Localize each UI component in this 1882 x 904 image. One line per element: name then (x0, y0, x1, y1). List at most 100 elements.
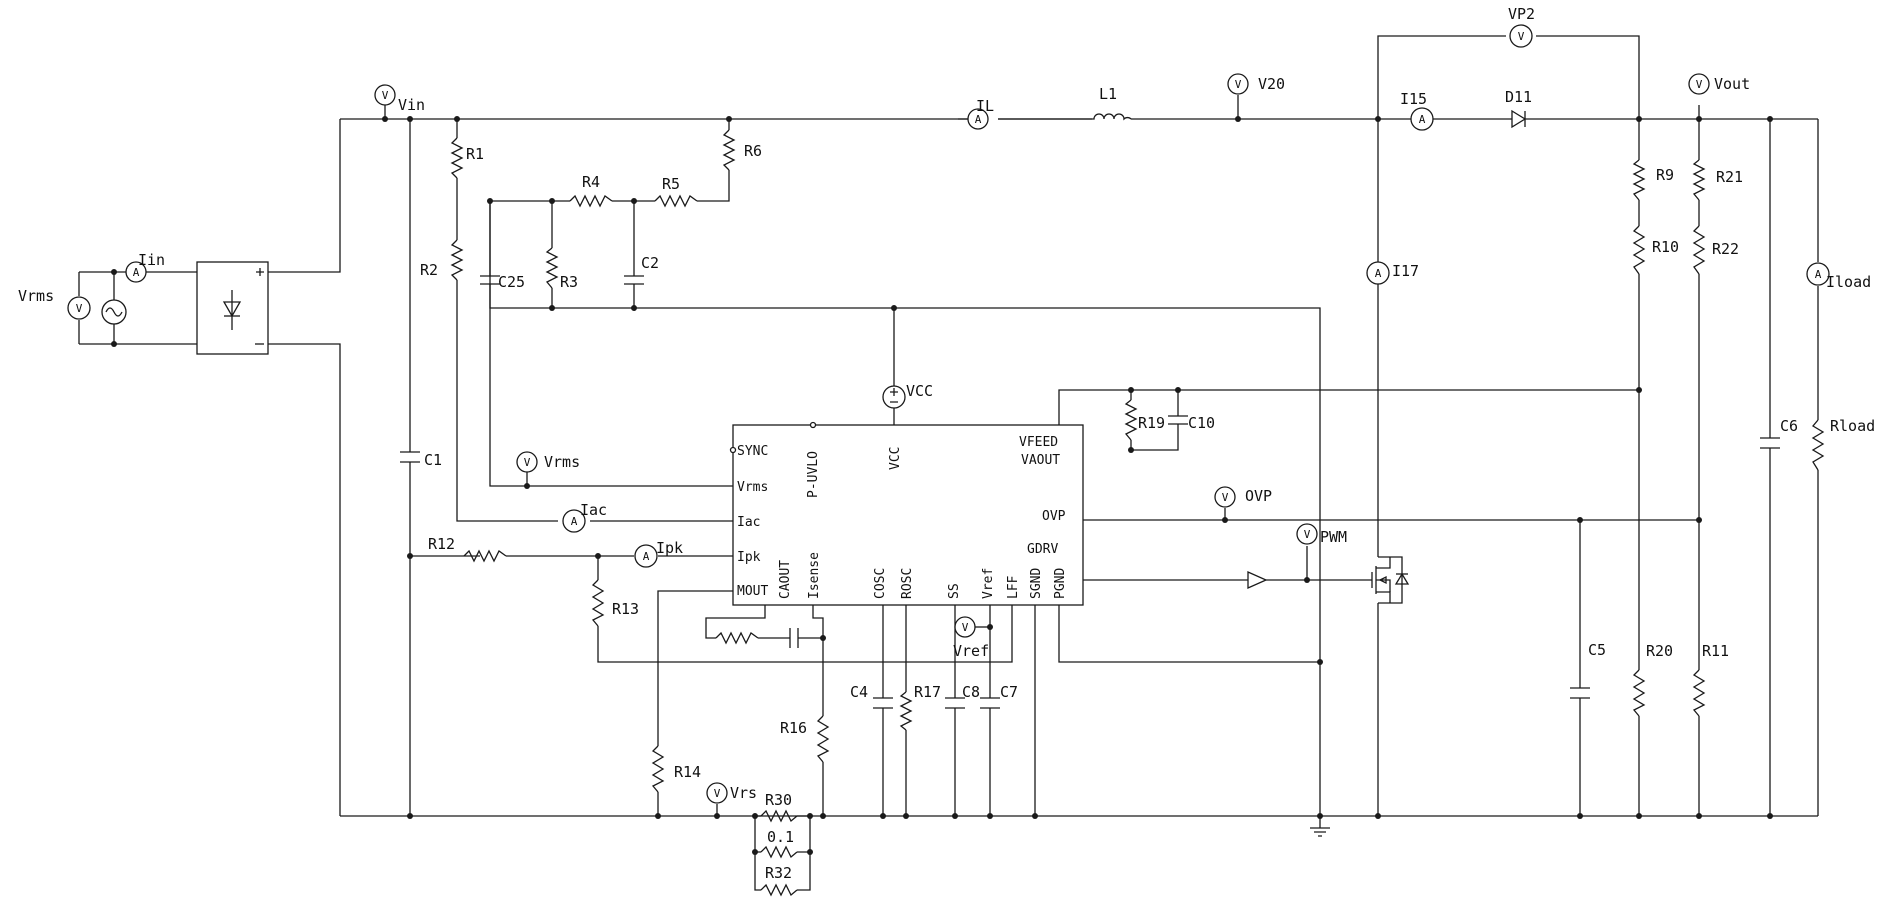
pin-p-uvlo: P-UVLO (806, 451, 821, 498)
resistor-r13[interactable] (591, 579, 605, 627)
resistor-r21[interactable] (1692, 159, 1706, 201)
ammeter-il[interactable] (967, 108, 989, 130)
vrms-glyph: V (524, 456, 531, 469)
voltmeter-v20[interactable] (1227, 73, 1249, 95)
resistor-r22[interactable] (1692, 225, 1706, 275)
iload-glyph: A (1815, 268, 1822, 281)
ammeter-i17[interactable] (1366, 261, 1390, 285)
capacitor-c7[interactable] (980, 697, 1000, 709)
resistor-r20[interactable] (1632, 669, 1646, 717)
label-rload: Rload (1830, 417, 1875, 435)
iac-glyph: A (571, 515, 578, 528)
capacitor-c10[interactable] (1168, 415, 1188, 425)
pin-rosc: ROSC (900, 568, 915, 599)
pin-iac: Iac (737, 515, 760, 530)
resistor-r30[interactable] (760, 809, 798, 823)
wires (78, 35, 1819, 891)
label-d11: D11 (1505, 88, 1532, 106)
capacitor-c25[interactable] (480, 275, 500, 285)
label-r1: R1 (466, 145, 484, 163)
label-vcc-probe: VCC (906, 382, 933, 400)
resistor-r1[interactable] (450, 137, 464, 179)
resistor-rload[interactable] (1811, 419, 1825, 471)
junction-dots (111, 116, 1773, 855)
diode-d11[interactable] (1510, 109, 1527, 129)
resistor-r9[interactable] (1632, 159, 1646, 201)
voltmeter-vrms-src[interactable] (67, 296, 91, 320)
pwm-glyph: V (1304, 528, 1311, 541)
voltmeter-ovp[interactable] (1214, 486, 1236, 508)
resistor-r2[interactable] (450, 239, 464, 281)
ammeter-iin[interactable] (125, 261, 147, 283)
voltmeter-vout[interactable] (1688, 73, 1710, 95)
label-r3: R3 (560, 273, 578, 291)
resistor-r5[interactable] (654, 194, 698, 208)
label-r19: R19 (1138, 414, 1165, 432)
label-c2: C2 (641, 254, 659, 272)
voltmeter-vrms[interactable] (516, 451, 538, 473)
resistor-r31[interactable] (760, 845, 798, 859)
ammeter-ipk[interactable] (634, 544, 658, 568)
voltmeter-vrs[interactable] (706, 782, 728, 804)
capacitor-c5[interactable] (1570, 687, 1590, 699)
bridge-rectifier[interactable] (196, 261, 269, 355)
resistor-r17[interactable] (899, 691, 913, 731)
label-i15: I15 (1400, 90, 1427, 108)
component-labels: Vin IL L1 V20 VP2 I15 D11 Vout Iin Vrms … (18, 5, 1875, 882)
label-r13: R13 (612, 600, 639, 618)
label-ovp-meter: OVP (1245, 487, 1272, 505)
resistor-r14[interactable] (651, 745, 665, 793)
resistor-r10[interactable] (1632, 225, 1646, 275)
vin-glyph: V (382, 89, 389, 102)
capacitor-c1[interactable] (400, 451, 420, 463)
label-r10: R10 (1652, 238, 1679, 256)
mosfet-switch[interactable] (1371, 556, 1410, 604)
resistor-r6[interactable] (722, 129, 736, 171)
capacitor-c8[interactable] (945, 697, 965, 709)
label-c7: C7 (1000, 683, 1018, 701)
meter-glyphs: A V V A V V A V V A A V V V V A A (76, 30, 1822, 800)
capacitor-c2[interactable] (624, 275, 644, 285)
label-c6: C6 (1780, 417, 1798, 435)
iin-glyph: A (133, 266, 140, 279)
resistor-r32[interactable] (760, 883, 798, 897)
pfc-controller-ic[interactable] (729, 421, 1084, 606)
pin-isense: Isense (807, 552, 822, 599)
inductor-l1[interactable] (1092, 113, 1132, 121)
resistor-r3[interactable] (545, 247, 559, 289)
voltmeter-pwm[interactable] (1296, 523, 1318, 545)
voltmeter-vin[interactable] (374, 84, 396, 106)
label-c10: C10 (1188, 414, 1215, 432)
resistor-r19[interactable] (1124, 399, 1138, 441)
gate-buffer-icon (1247, 570, 1268, 590)
label-r4: R4 (582, 173, 600, 191)
ammeter-iload[interactable] (1806, 262, 1830, 286)
ammeter-iac[interactable] (562, 509, 586, 533)
voltmeter-vp2[interactable] (1509, 24, 1533, 48)
label-i17: I17 (1392, 262, 1419, 280)
resistor-r4[interactable] (569, 194, 613, 208)
resistor-comp[interactable] (715, 631, 759, 645)
pin-vref: Vref (981, 568, 996, 599)
pin-ss: SS (947, 583, 962, 599)
resistor-r12[interactable] (463, 549, 507, 563)
capacitor-comp[interactable] (789, 628, 799, 648)
vp2-glyph: V (1518, 30, 1525, 43)
label-r9: R9 (1656, 166, 1674, 184)
capacitor-c6[interactable] (1760, 437, 1780, 449)
capacitor-c4[interactable] (873, 697, 893, 709)
ammeter-i15[interactable] (1410, 107, 1434, 131)
resistor-r11[interactable] (1692, 669, 1706, 717)
resistor-r16[interactable] (816, 715, 830, 763)
i15-glyph: A (1419, 113, 1426, 126)
label-vp2: VP2 (1508, 5, 1535, 23)
label-r5: R5 (662, 175, 680, 193)
pin-sgnd: SGND (1029, 568, 1044, 599)
voltmeter-vref[interactable] (954, 616, 976, 638)
label-c8: C8 (962, 683, 980, 701)
label-r20: R20 (1646, 642, 1673, 660)
pin-vaout: VAOUT (1021, 453, 1060, 468)
ipk-glyph: A (643, 550, 650, 563)
label-r32: R32 (765, 864, 792, 882)
